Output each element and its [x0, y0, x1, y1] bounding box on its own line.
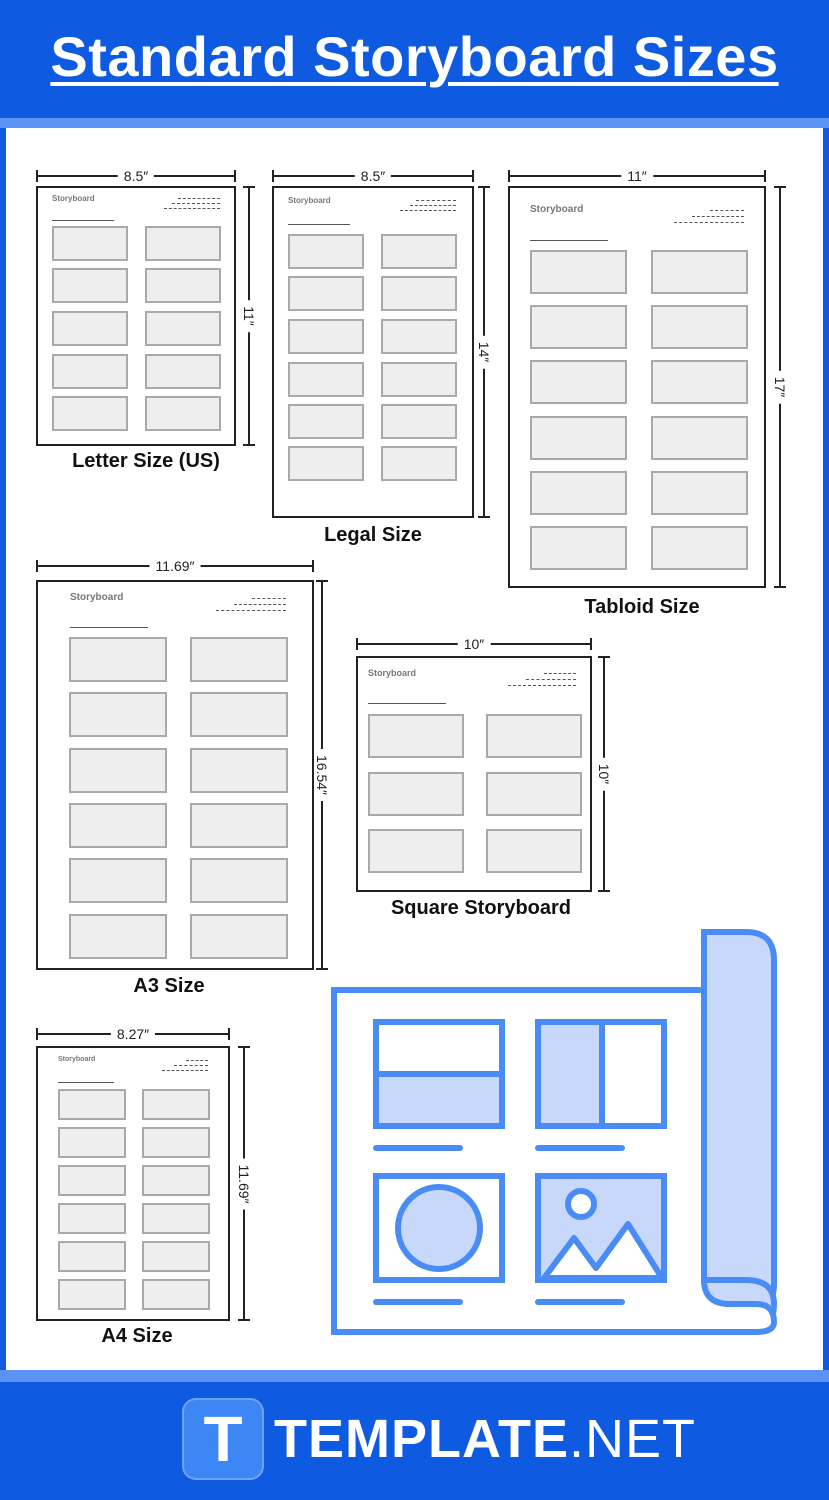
letter-height-dimension: 11″ [241, 186, 257, 446]
brand-light: .NET [568, 1409, 696, 1469]
brand-name: TEMPLATE.NET [274, 1407, 696, 1471]
page-title: Standard Storyboard Sizes [50, 25, 779, 88]
logo-letter: T [203, 1403, 243, 1475]
a3-width-dimension: 11.69″ [36, 558, 314, 574]
legal-width-label: 8.5″ [354, 168, 392, 184]
letter-caption: Letter Size (US) [72, 450, 220, 472]
a4-width-label: 8.27″ [110, 1026, 156, 1042]
a3-height-dimension: 16.54″ [314, 580, 330, 970]
letter-width-label: 8.5″ [117, 168, 155, 184]
header-stripe [0, 118, 829, 128]
a3-height-label: 16.54″ [314, 749, 330, 801]
square-height-label: 10″ [596, 757, 612, 791]
tabloid-width-dimension: 11″ [508, 168, 766, 184]
a3-width-label: 11.69″ [149, 558, 201, 574]
footer [0, 1382, 829, 1500]
storyboard-label: Storyboard [58, 1056, 96, 1063]
square-sheet: Storyboard [356, 656, 592, 892]
footer-stripe [0, 1370, 829, 1382]
brand-bold: TEMPLATE [274, 1409, 569, 1469]
legal-width-dimension: 8.5″ [272, 168, 474, 184]
square-width-dimension: 10″ [356, 636, 592, 652]
a4-height-label: 11.69″ [236, 1158, 252, 1209]
square-height-dimension: 10″ [596, 656, 612, 892]
a4-sheet: Storyboard [36, 1046, 230, 1321]
storyboard-label: Storyboard [530, 204, 584, 215]
a3-caption: A3 Size [133, 975, 205, 997]
tabloid-height-label: 17″ [772, 370, 788, 404]
letter-sheet: Storyboard [36, 186, 236, 446]
a4-width-dimension: 8.27″ [36, 1026, 230, 1042]
diagram-canvas: 8.5″ Storyboard 11″ Letter Size (US) 8.5… [6, 128, 823, 1370]
legal-height-dimension: 14″ [476, 186, 492, 518]
square-width-label: 10″ [457, 636, 491, 652]
storyboard-label: Storyboard [52, 194, 95, 203]
tabloid-width-label: 11″ [621, 168, 653, 184]
header: Standard Storyboard Sizes [0, 0, 829, 118]
a4-height-dimension: 11.69″ [236, 1046, 252, 1321]
storyboard-label: Storyboard [368, 668, 417, 678]
template-logo-icon: T [182, 1398, 264, 1480]
tabloid-sheet: Storyboard [508, 186, 766, 588]
letter-width-dimension: 8.5″ [36, 168, 236, 184]
tabloid-height-dimension: 17″ [772, 186, 788, 588]
legal-height-label: 14″ [476, 335, 492, 369]
a3-sheet: Storyboard [36, 580, 314, 970]
storyboard-label: Storyboard [70, 592, 124, 603]
storyboard-label: Storyboard [288, 196, 331, 205]
tabloid-caption: Tabloid Size [584, 596, 700, 618]
legal-caption: Legal Size [324, 524, 422, 546]
storyboard-scroll-icon [331, 929, 778, 1335]
legal-sheet: Storyboard [272, 186, 474, 518]
square-caption: Square Storyboard [390, 897, 572, 919]
letter-height-label: 11″ [241, 300, 257, 332]
a4-caption: A4 Size [101, 1325, 173, 1347]
